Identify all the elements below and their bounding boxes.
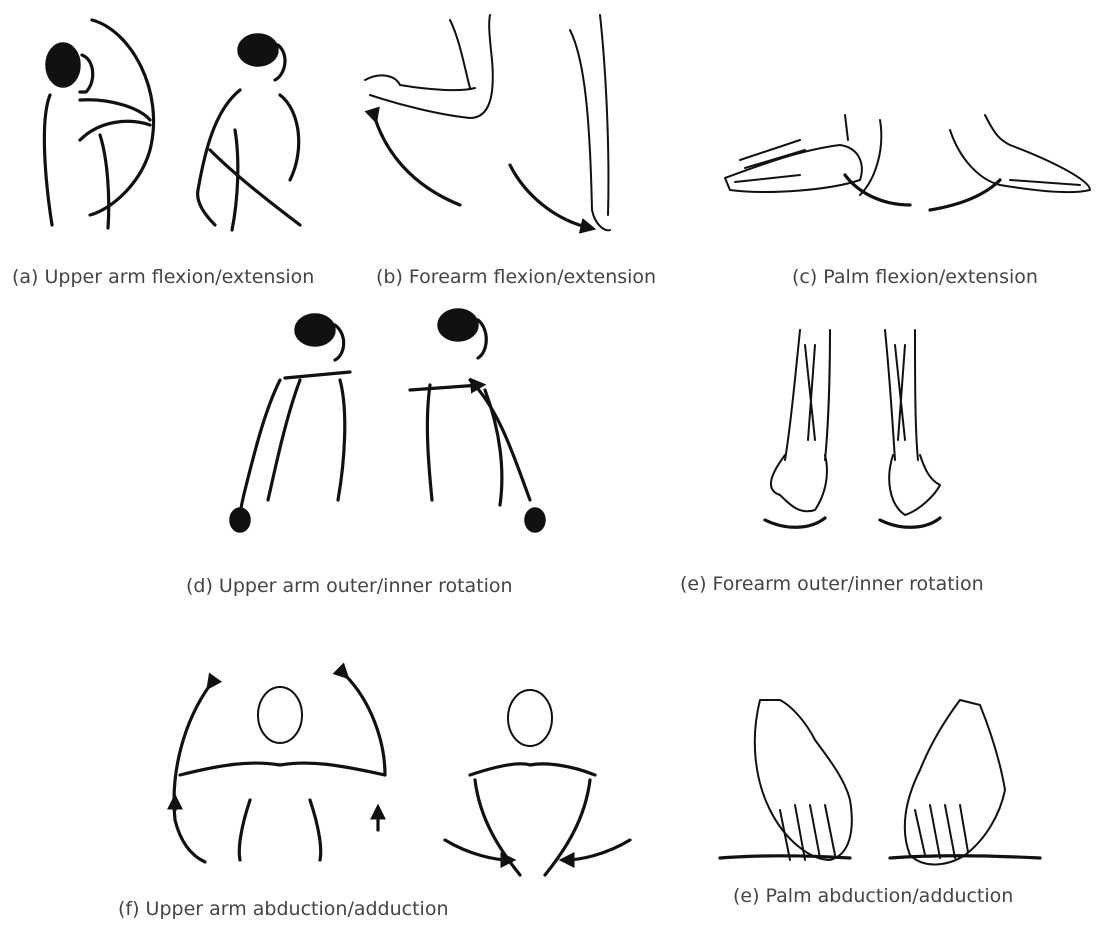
caption-b: (b) Forearm flexion/extension — [376, 266, 656, 288]
caption-a: (a) Upper arm flexion/extension — [12, 266, 314, 288]
caption-c: (c) Palm flexion/extension — [792, 266, 1038, 288]
caption-e-palm: (e) Palm abduction/adduction — [733, 885, 1013, 907]
caption-f: (f) Upper arm abduction/adduction — [118, 898, 449, 920]
figure-d-upper-arm-rotation — [230, 309, 545, 532]
figure-e-forearm-rotation — [765, 330, 940, 527]
figure-c-palm-flexion-extension — [725, 115, 1090, 210]
figure-f-upper-arm-abduction-adduction — [174, 675, 630, 875]
caption-d: (d) Upper arm outer/inner rotation — [186, 575, 513, 597]
figure-e2-palm-abduction-adduction — [720, 700, 1040, 864]
figure-a-upper-arm-flexion-extension — [44, 20, 300, 230]
caption-e-forearm: (e) Forearm outer/inner rotation — [680, 573, 984, 595]
figure-b-forearm-flexion-extension — [365, 15, 610, 230]
